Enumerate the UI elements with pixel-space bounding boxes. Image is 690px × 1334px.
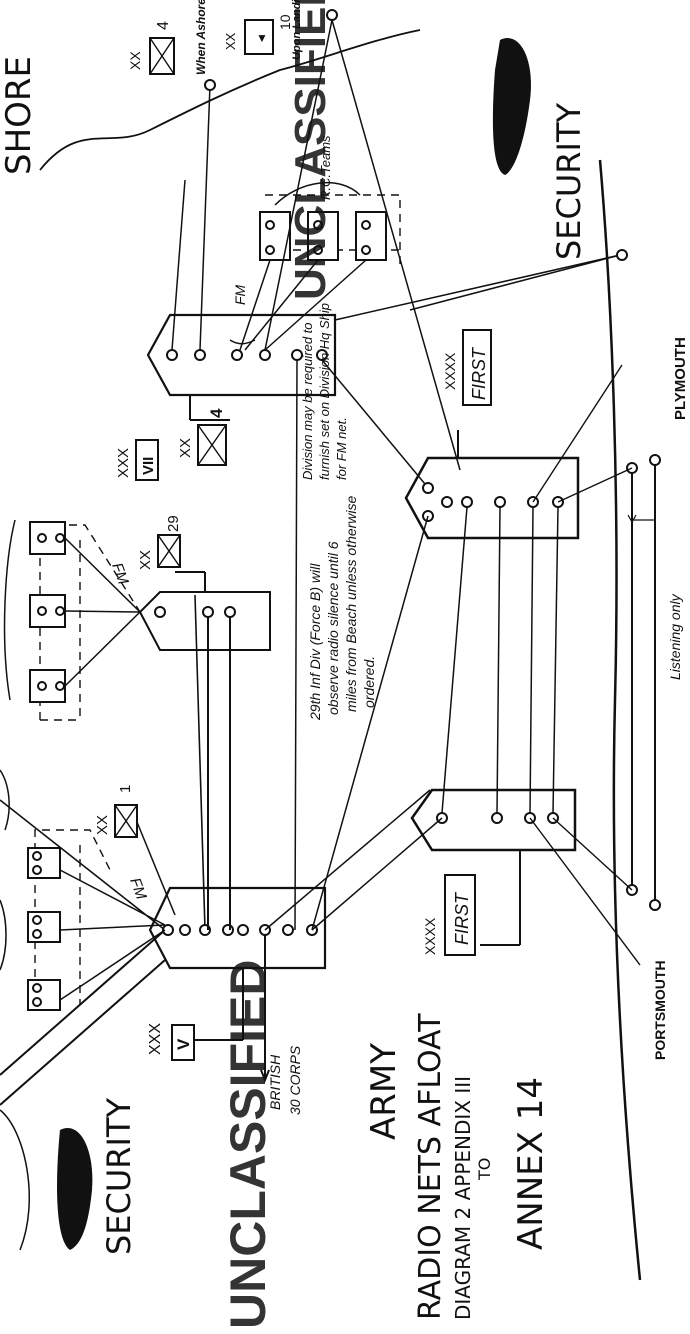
army-links: [264, 506, 559, 931]
shore-line: [39, 29, 421, 171]
unclassified-stamp-bottom: UNCLASSIFIED: [220, 960, 276, 1329]
first-army-lower-symbol: XXXX FIRST: [422, 874, 476, 956]
svg-text:FIRST: FIRST: [469, 346, 489, 400]
plymouth-label: PLYMOUTH: [672, 337, 689, 420]
svg-text:XXXX: XXXX: [442, 352, 458, 390]
svg-text:XX: XX: [94, 815, 111, 835]
svg-text:FIRST: FIRST: [452, 891, 472, 945]
svg-text:FM: FM: [108, 561, 132, 588]
first-army-lower-net: [410, 788, 577, 946]
station-links: [529, 364, 661, 966]
upper-diagonals: [264, 19, 628, 491]
svg-text:R.C.Teams: R.C.Teams: [318, 135, 333, 200]
svg-text:FM: FM: [232, 284, 248, 305]
div-29-symbol: XX 29: [137, 515, 182, 570]
shore-line-left: [0, 1109, 30, 1251]
svg-text:Upon Landing: Upon Landing: [291, 0, 303, 60]
svg-text:Division may be required to: Division may be required to: [300, 322, 315, 480]
security-stamp-bottom: SECURITY: [57, 1097, 138, 1255]
outer-lines: [0, 594, 206, 1106]
security-stamp-top: SECURITY: [492, 38, 588, 260]
corps-v-net: [148, 886, 327, 1083]
svg-text:furnish set on Division Hq Shi: furnish set on Division Hq Ship: [317, 303, 332, 480]
corps-vii-net: [146, 84, 337, 931]
svg-text:TO: TO: [475, 1158, 494, 1181]
svg-text:RADIO NETS AFLOAT: RADIO NETS AFLOAT: [413, 1013, 448, 1320]
svg-text:ordered.: ordered.: [361, 656, 377, 708]
svg-text:XX: XX: [177, 438, 194, 458]
svg-text:SECURITY: SECURITY: [550, 102, 588, 260]
svg-text:DIAGRAM 2 APPENDIX III: DIAGRAM 2 APPENDIX III: [451, 1076, 475, 1320]
first-army-upper-net: [404, 430, 580, 540]
division-ship-note: Division may be required to furnish set …: [300, 303, 349, 480]
portsmouth-label: PORTSMOUTH: [652, 960, 668, 1060]
div-10-symbol: XX ▼ 10 Upon Landing: [223, 0, 338, 60]
corps-v-symbol: XXX V: [147, 1023, 195, 1061]
svg-text:1: 1: [117, 785, 134, 793]
unclassified-stamp-top: UNCLASSIFIED: [286, 0, 335, 300]
listening-only-label: Listening only: [667, 593, 683, 680]
svg-text:XXXX: XXXX: [422, 917, 438, 955]
british-label: BRITISH: [267, 1054, 283, 1110]
svg-text:XXX: XXX: [147, 1023, 164, 1055]
svg-text:VII: VII: [140, 457, 157, 475]
shore-label: SHORE: [0, 56, 39, 175]
first-army-upper-symbol: XXXX FIRST: [442, 329, 492, 406]
svg-text:29: 29: [165, 515, 182, 532]
svg-text:▼: ▼: [256, 31, 268, 45]
svg-text:When Ashore: When Ashore: [194, 0, 208, 75]
middle-fm-cluster: FM: [3, 519, 141, 721]
sea-edge: [598, 159, 642, 1281]
svg-text:4: 4: [207, 408, 226, 418]
svg-text:ANNEX 14: ANNEX 14: [511, 1077, 551, 1250]
svg-text:V: V: [174, 1038, 193, 1050]
left-fm-cluster: FM: [0, 769, 166, 1011]
div-4-symbol: XX 4: [177, 408, 227, 466]
svg-text:miles from Beach unless otherw: miles from Beach unless otherwise: [343, 495, 359, 712]
div-1-symbol: XX 1: [94, 785, 176, 916]
div-29-net: [138, 571, 271, 930]
svg-text:XX: XX: [127, 51, 143, 70]
div-4-ashore-symbol: XX 4 When Ashore: [127, 0, 216, 91]
svg-text:XXX: XXX: [115, 448, 132, 478]
svg-text:SECURITY: SECURITY: [100, 1097, 138, 1255]
svg-text:ARMY: ARMY: [364, 1043, 404, 1140]
corps-30-label: 30 CORPS: [287, 1045, 303, 1115]
svg-text:XX: XX: [137, 550, 154, 570]
svg-text:10: 10: [277, 14, 293, 30]
title-block: ARMY RADIO NETS AFLOAT DIAGRAM 2 APPENDI…: [364, 1013, 551, 1320]
corps-vii-symbol: XXX VII: [115, 439, 159, 481]
svg-text:observe radio silence until 6: observe radio silence until 6: [325, 541, 341, 715]
radio-silence-note: 29th Inf Div (Force B) will observe radi…: [307, 495, 377, 721]
svg-text:FM: FM: [126, 876, 150, 903]
svg-text:4: 4: [155, 21, 172, 30]
svg-text:29th Inf Div (Force B) will: 29th Inf Div (Force B) will: [307, 563, 323, 721]
svg-text:XX: XX: [223, 32, 238, 50]
svg-text:for FM net.: for FM net.: [334, 417, 349, 480]
